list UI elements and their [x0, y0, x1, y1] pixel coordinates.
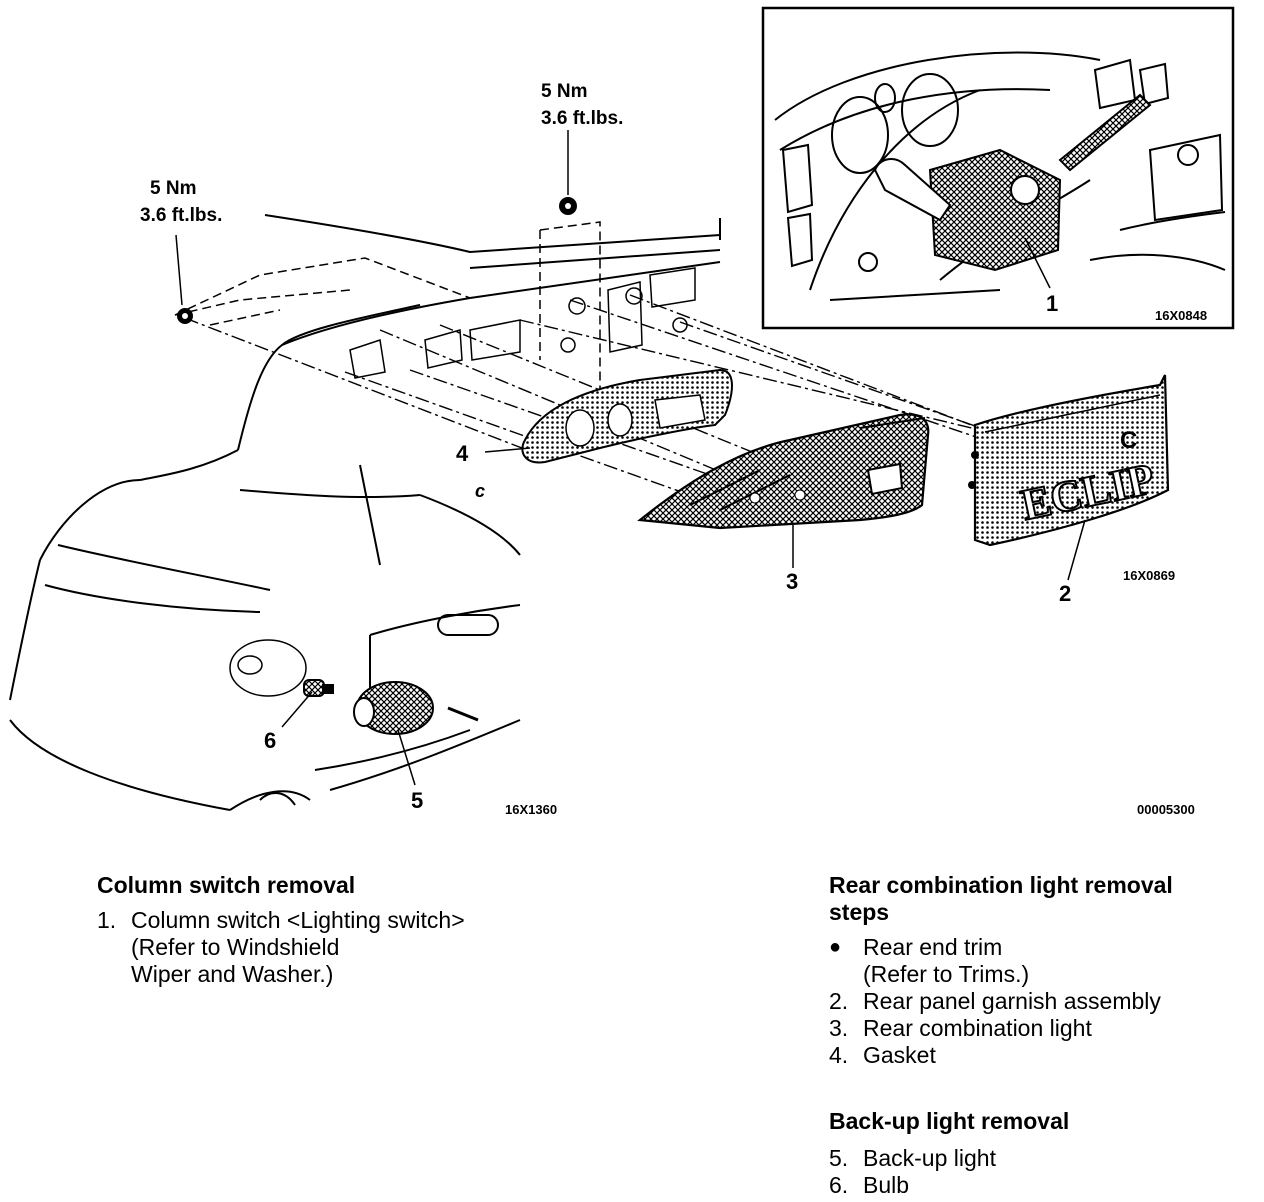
callout-4: 4	[456, 441, 469, 466]
torque-nut-left	[175, 234, 193, 324]
exploded-view-diagram: ECLIP C c 5 Nm 3.6 ft.lbs. 5 Nm 3.6 ft.l…	[9, 6, 1235, 817]
backup-light-heading: Back-up light removal	[829, 1108, 1070, 1134]
trunk-dashed-outline	[174, 221, 601, 390]
back-up-light	[353, 681, 479, 735]
column-switch-section: Column switch removal 1. Column switch <…	[97, 872, 465, 988]
torque-left-nm: 5 Nm	[150, 178, 196, 199]
garnish-c-mark: C	[1120, 427, 1137, 454]
item-line: Column switch <Lighting switch>	[131, 907, 465, 933]
rear-panel-openings	[349, 267, 696, 379]
rear-combination-light	[637, 413, 930, 530]
code-inset: 16X0848	[1155, 308, 1207, 323]
item-text: Bulb	[863, 1172, 910, 1198]
item-number: 4.	[829, 1042, 849, 1068]
torque-nut-right	[559, 130, 577, 215]
item-text: Gasket	[863, 1042, 936, 1068]
item-text: Rear end trim (Refer to Trims.)	[863, 934, 1029, 988]
code-backup: 16X1360	[505, 802, 557, 817]
torque-right-ftlbs: 3.6 ft.lbs.	[541, 108, 623, 129]
callout-5: 5	[411, 788, 423, 813]
torque-left-ftlbs: 3.6 ft.lbs.	[140, 205, 222, 226]
callout-1: 1	[1046, 291, 1058, 316]
code-rear-light: 16X0869	[1123, 568, 1175, 583]
car-body	[9, 214, 721, 811]
item-number: 2.	[829, 988, 849, 1014]
bullet-mark: ●	[829, 936, 842, 958]
item-line: Rear end trim	[863, 934, 1003, 960]
item-line: Wiper and Washer.)	[131, 961, 334, 987]
rear-light-section: Rear combination light removal steps ● R…	[829, 872, 1173, 1069]
list-item: 1. Column switch <Lighting switch> (Refe…	[97, 907, 465, 988]
callout-3: 3	[786, 569, 798, 594]
item-text: Rear combination light	[863, 1015, 1092, 1041]
item-line: (Refer to Windshield	[131, 934, 340, 960]
item-text: Column switch <Lighting switch> (Refer t…	[131, 907, 465, 988]
list-item: ● Rear end trim (Refer to Trims.)	[829, 934, 1173, 988]
filler-outline	[229, 639, 307, 697]
code-sheet: 00005300	[1137, 802, 1195, 817]
item-number: 5.	[829, 1145, 849, 1171]
item-text: Rear panel garnish assembly	[863, 988, 1161, 1014]
list-item: 4. Gasket	[829, 1042, 1173, 1069]
body-c-mark: c	[475, 481, 485, 501]
item-text: Back-up light	[863, 1145, 996, 1171]
item-number: 3.	[829, 1015, 849, 1041]
rear-light-heading: Rear combination light removal	[829, 872, 1173, 898]
list-item: 2. Rear panel garnish assembly	[829, 988, 1173, 1015]
gasket	[521, 368, 733, 464]
item-line: (Refer to Trims.)	[863, 961, 1030, 987]
callout-leaders	[281, 447, 1086, 786]
column-switch-inset: 1 16X0848	[761, 6, 1235, 330]
item-number: 6.	[829, 1172, 849, 1198]
list-item: 5. Back-up light	[829, 1145, 1069, 1172]
item-number: 1.	[97, 907, 117, 933]
rear-light-heading-cont: steps	[829, 899, 890, 925]
torque-right-nm: 5 Nm	[541, 81, 587, 102]
column-switch-heading: Column switch removal	[97, 872, 356, 898]
bulb	[303, 679, 334, 697]
list-item: 6. Bulb	[829, 1172, 1069, 1199]
list-item: 3. Rear combination light	[829, 1015, 1173, 1042]
callout-6: 6	[264, 728, 276, 753]
rear-panel-garnish: ECLIP C	[968, 374, 1170, 547]
callout-2: 2	[1059, 581, 1071, 606]
backup-light-section: Back-up light removal 5. Back-up light 6…	[829, 1108, 1069, 1199]
